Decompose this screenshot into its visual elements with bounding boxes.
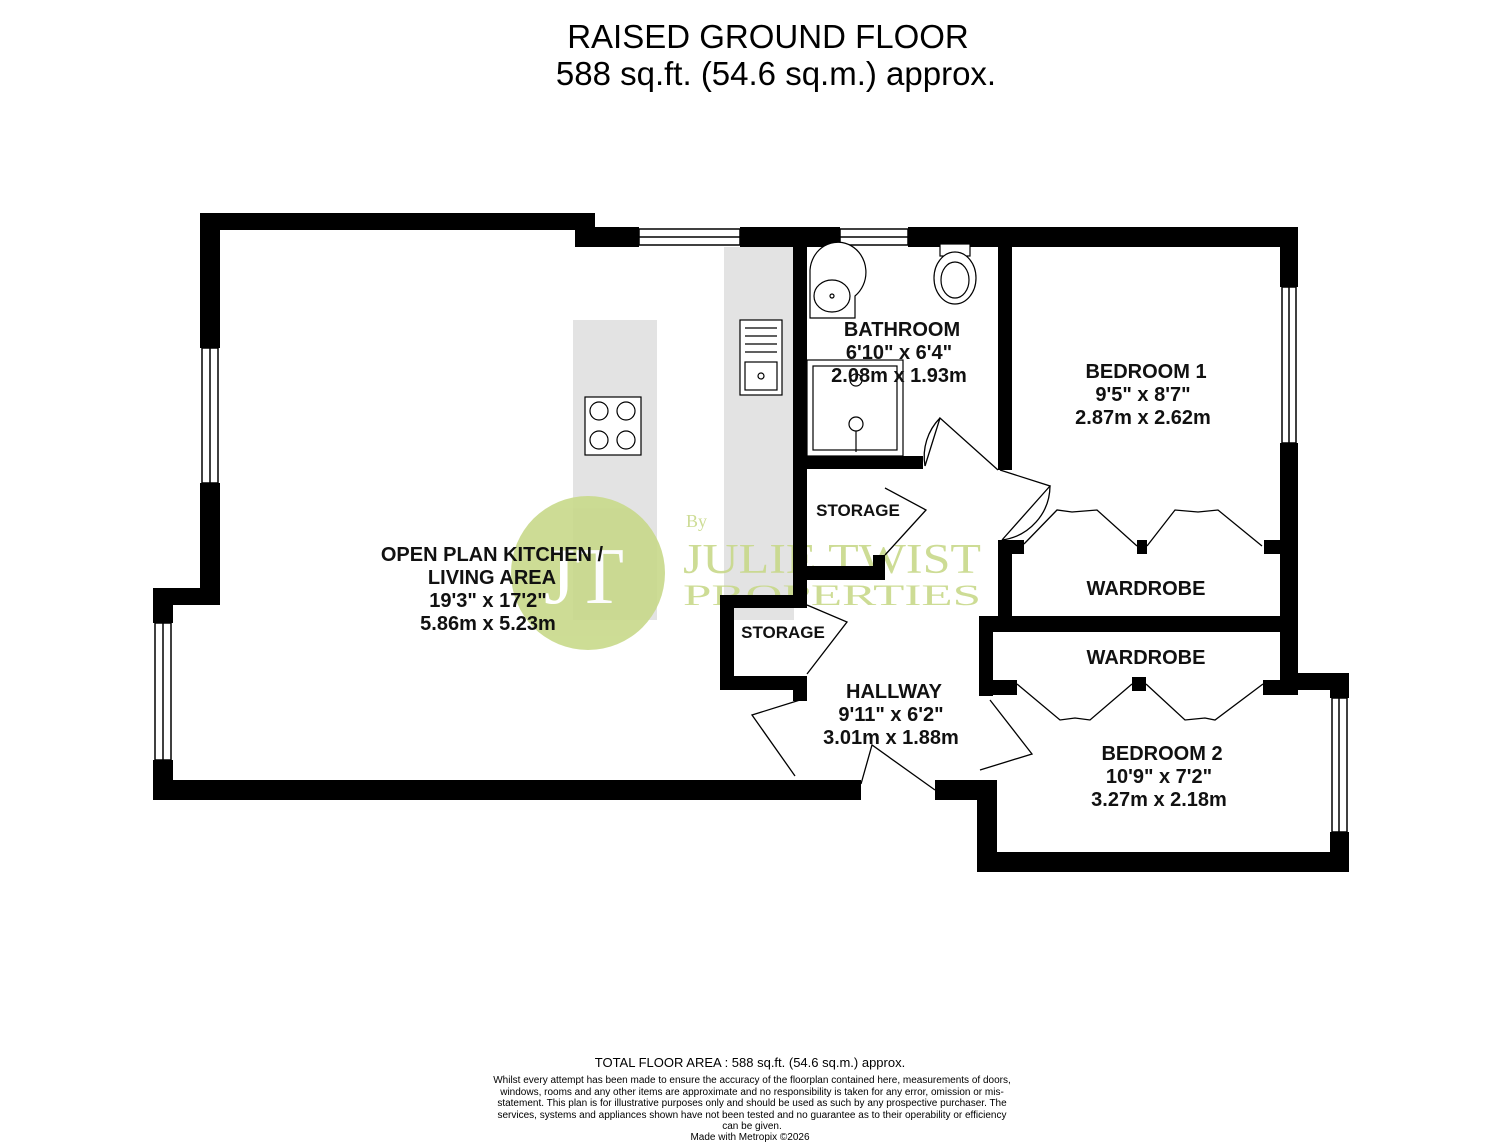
wall [979,680,1017,695]
watermark-monogram: JT [544,533,624,621]
shower-icon [806,359,904,457]
wall [720,676,807,690]
wall [575,227,639,247]
wall [793,676,807,701]
wall [720,595,734,690]
basin-icon [809,241,867,319]
door-bedroom2 [979,699,1034,771]
wall [1132,677,1146,691]
wall [979,616,993,696]
wall [793,456,923,469]
wall [153,588,173,623]
wall [153,780,861,800]
watermark-by: By [686,511,707,531]
bedroom2-imperial: 10'9" x 7'2" [1106,766,1212,788]
door-hallway-left [750,699,801,777]
wall [977,852,1349,872]
wall [1264,540,1298,554]
wardrobe-doors-lower [1016,683,1264,721]
hallway-metric: 3.01m x 1.88m [823,727,959,749]
room-labels: OPEN PLAN KITCHEN / LIVING AREA 19'3" x … [381,319,1227,811]
wall [977,780,997,872]
door-bedroom1-arc [1001,485,1051,541]
sink-counter [724,247,794,620]
wall [793,456,807,596]
wardrobe-upper-name: WARDROBE [1087,578,1206,600]
wall [1280,443,1298,688]
wall [1330,673,1349,698]
wall [200,483,220,605]
floor-title: RAISED GROUND FLOOR [567,18,969,55]
wall [1137,540,1147,554]
bedroom1-imperial: 9'5" x 8'7" [1095,384,1190,406]
wall [1280,227,1298,287]
fixtures [584,241,977,457]
kitchen-metric: 5.86m x 5.23m [420,613,556,635]
wall [720,595,807,608]
storage-upper-name: STORAGE [816,501,900,520]
wall [1263,680,1298,695]
storage-lower-name: STORAGE [741,623,825,642]
wall [793,566,885,580]
bedroom1-metric: 2.87m x 2.62m [1075,407,1211,429]
wall [740,227,840,247]
wall [979,616,1298,632]
kitchen-name-line2: LIVING AREA [428,567,556,589]
floor-area: 588 sq.ft. (54.6 sq.m.) approx. [555,55,997,92]
bathroom-name: BATHROOM [844,319,960,341]
door-storage-lower [806,604,849,675]
wall [998,540,1024,554]
credit: Made with Metropix ©2026 [690,1132,810,1143]
walls [153,213,1349,872]
door-entry [860,743,936,791]
door-bathroom [924,416,999,471]
hallway-name: HALLWAY [846,681,943,703]
door-storage-upper [884,487,928,556]
wardrobe-doors-upper [1023,509,1263,547]
bedroom2-name: BEDROOM 2 [1101,743,1222,765]
door-bathroom-arc [923,417,941,467]
bedroom1-name: BEDROOM 1 [1085,361,1206,383]
windows [154,228,1348,833]
kitchen-name-line1: OPEN PLAN KITCHEN / [381,544,604,566]
wall [998,227,1012,470]
wall [200,213,595,230]
wall [793,227,807,467]
wall [873,555,885,580]
doors [750,416,1264,791]
bathroom-metric: 2.08m x 1.93m [831,365,967,387]
toilet-icon [933,243,977,305]
kitchen-imperial: 19'3" x 17'2" [429,590,546,612]
watermark-circle [511,496,665,650]
wall [200,213,220,348]
wardrobe-lower-name: WARDROBE [1087,647,1206,669]
disclaimer: Whilst every attempt has been made to en… [493,1075,1011,1132]
wall [1330,832,1349,872]
bathroom-imperial: 6'10" x 6'4" [846,342,952,364]
hob-icon [584,396,642,456]
hallway-imperial: 9'11" x 6'2" [838,704,943,726]
door-bedroom1 [999,469,1052,541]
wall [998,540,1012,618]
bedroom2-metric: 3.27m x 2.18m [1091,789,1227,811]
sink-icon [739,319,783,396]
total-floor-area: TOTAL FLOOR AREA : 588 sq.ft. (54.6 sq.m… [594,1055,906,1070]
